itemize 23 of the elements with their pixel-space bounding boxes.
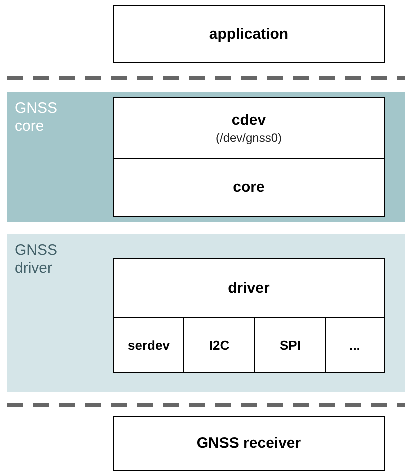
layer-box: [325, 317, 385, 373]
layer-box: [254, 317, 327, 373]
band-label: GNSS core: [15, 100, 59, 136]
layer-box: [113, 158, 385, 217]
layer-title: core: [233, 179, 265, 196]
layer-title: GNSS receiver: [196, 435, 302, 452]
layer-box: [113, 258, 385, 318]
layer-title: ...: [350, 338, 360, 352]
layer-box: [113, 416, 385, 471]
layer-subtitle: (/dev/gnss0): [216, 130, 282, 144]
layer-band: [7, 92, 405, 222]
layer-title: I2C: [209, 338, 230, 352]
layer-title: cdev: [232, 112, 266, 128]
layer-box: [113, 317, 185, 373]
layer-box: [183, 317, 256, 373]
layer-box: [113, 5, 385, 63]
layer-title: application: [209, 26, 289, 42]
layer-box: [113, 97, 385, 159]
layer-title: serdev: [128, 338, 170, 352]
layer-title: driver: [228, 280, 270, 296]
band-label: GNSS driver: [15, 242, 59, 278]
layer-title: SPI: [280, 338, 301, 352]
layer-band: [7, 234, 405, 392]
